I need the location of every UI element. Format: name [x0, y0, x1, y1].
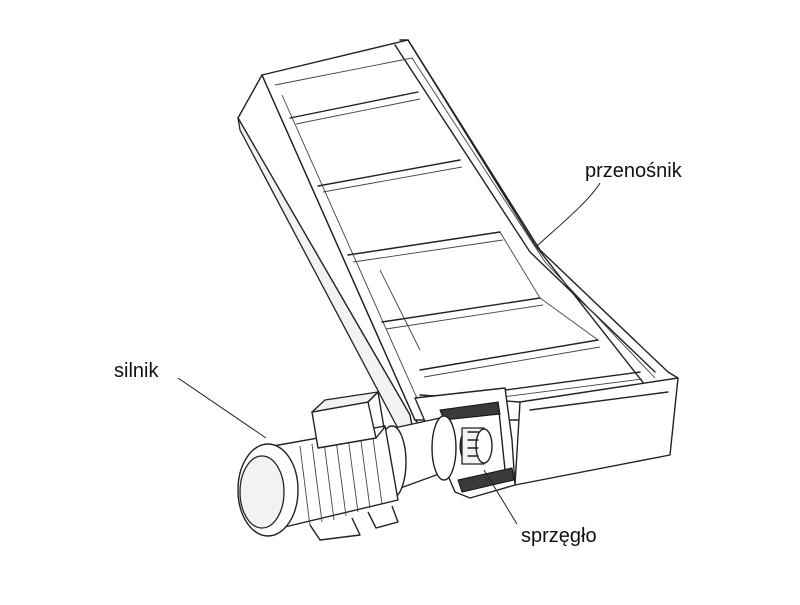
motor-leader-line [177, 377, 267, 439]
coupling-leader-line [483, 469, 518, 525]
conveyor-slats [289, 91, 669, 411]
motor-label: silnik [114, 360, 159, 382]
coupling [459, 427, 493, 465]
motor [237, 391, 457, 541]
coupling-label: sprzęgło [521, 525, 597, 547]
conveyor [237, 39, 679, 486]
conveyor-label: przenośnik [585, 160, 682, 182]
conveyor-leader-line [536, 182, 601, 247]
